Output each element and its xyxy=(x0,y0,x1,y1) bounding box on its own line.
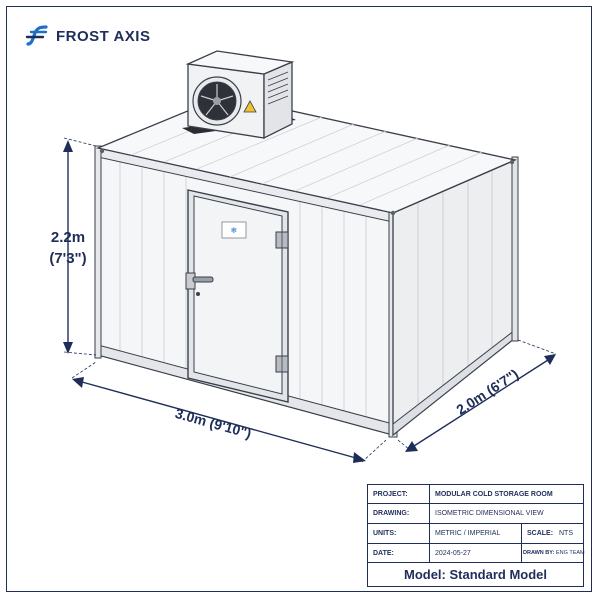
scale-key: SCALE: xyxy=(527,530,554,537)
isometric-drawing: ❄ xyxy=(49,50,557,463)
units-key: UNITS: xyxy=(368,524,430,543)
drawing-frame xyxy=(6,6,592,592)
drawing-value: ISOMETRIC DIMENSIONAL VIEW xyxy=(435,510,544,517)
date-value: 2024-05-27 xyxy=(430,544,522,562)
side-face xyxy=(392,156,519,437)
drawing-key: DRAWING: xyxy=(368,504,430,523)
project-key: PROJECT: xyxy=(368,485,430,503)
model-value: Standard Model xyxy=(449,566,548,582)
brand-name: FROST AXIS xyxy=(56,27,151,45)
frost-axis-logo-icon xyxy=(25,25,48,46)
door: ❄ xyxy=(185,189,289,403)
project-value: MODULAR COLD STORAGE ROOM xyxy=(435,490,553,498)
door-badge: ❄ xyxy=(221,221,247,239)
title-block: PROJECT: MODULAR COLD STORAGE ROOM DRAWI… xyxy=(367,484,585,587)
drawn-by-value: ENG TEAM xyxy=(556,550,585,556)
door-hinge-top xyxy=(275,231,289,249)
date-key: DATE: xyxy=(368,544,430,562)
drawing-row: DRAWING: ISOMETRIC DIMENSIONAL VIEW xyxy=(368,504,583,524)
height-dimension: 2.2m (7'3") xyxy=(49,137,97,356)
height-imperial-label: (7'3") xyxy=(49,250,86,267)
brand-logo: FROST AXIS xyxy=(24,24,150,48)
condensing-unit xyxy=(182,50,296,140)
snowflake-icon: ❄ xyxy=(231,226,238,235)
scale-value: NTS xyxy=(559,530,573,537)
height-metric-label: 2.2m xyxy=(51,229,85,246)
drawn-by-key: DRAWN BY: xyxy=(523,550,555,556)
door-hinge-bottom xyxy=(275,355,289,373)
door-handle xyxy=(185,272,214,296)
units-value: METRIC / IMPERIAL xyxy=(430,524,522,543)
units-row: UNITS: METRIC / IMPERIAL SCALE: NTS xyxy=(368,524,583,544)
model-key: Model: xyxy=(403,566,446,582)
length-label: 3.0m (9'10") xyxy=(173,405,253,441)
warning-icon xyxy=(243,100,257,113)
date-row: DATE: 2024-05-27 DRAWN BY: ENG TEAM xyxy=(368,544,585,563)
project-row: PROJECT: MODULAR COLD STORAGE ROOM xyxy=(368,485,583,504)
model-row: Model: Standard Model xyxy=(368,562,583,586)
